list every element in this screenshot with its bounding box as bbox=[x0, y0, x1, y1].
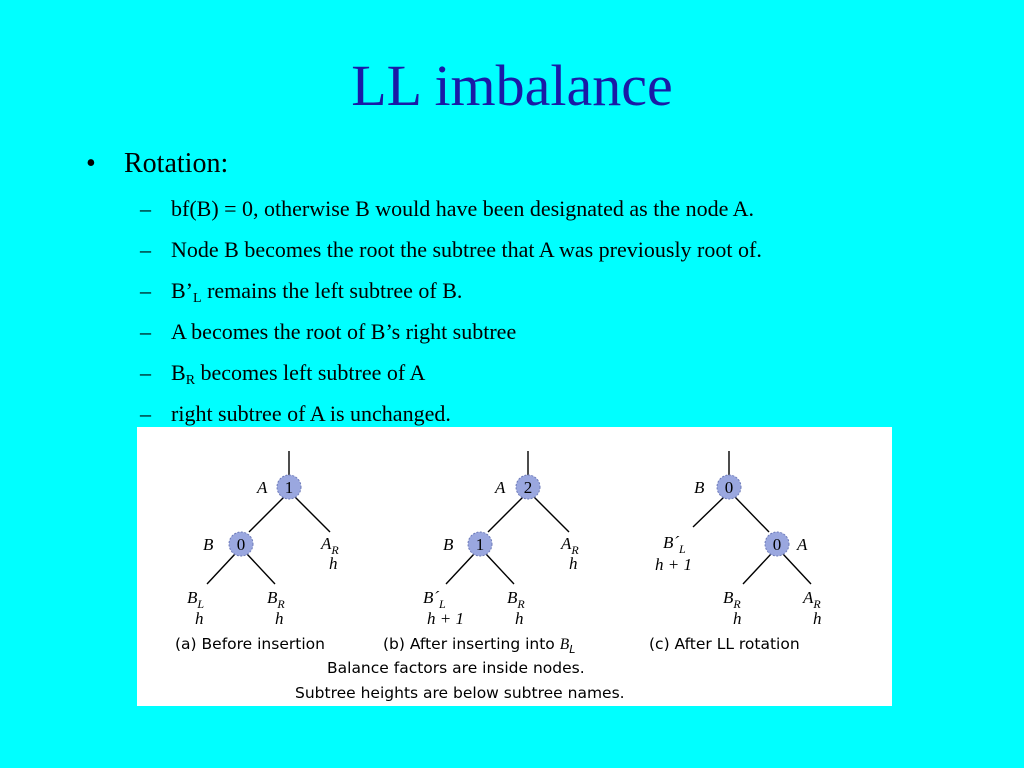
subtree-height: h bbox=[569, 554, 578, 573]
node-label: A bbox=[256, 478, 268, 497]
dash: – bbox=[140, 319, 151, 344]
subtree-ar: AR bbox=[802, 588, 821, 611]
balance-factor: 0 bbox=[237, 535, 246, 554]
sub-item-text: remains the left subtree of B. bbox=[201, 278, 463, 303]
ll-rotation-figure: 1 A 0 B AR h BL h BR h (a) Before insert… bbox=[137, 427, 892, 706]
figure-note-heights: Subtree heights are below subtree names. bbox=[295, 684, 625, 702]
tree-after-insertion: 2 A 1 B AR h B´L h + 1 BR h (b) After in… bbox=[383, 451, 579, 656]
subtree-bl: BL bbox=[187, 588, 204, 611]
bullet-dot: • bbox=[86, 148, 96, 179]
sub-item-text: Node B becomes the root the subtree that… bbox=[171, 237, 762, 262]
dash: – bbox=[140, 196, 151, 221]
caption-c: (c) After LL rotation bbox=[649, 635, 800, 653]
node-label: A bbox=[494, 478, 506, 497]
caption-a: (a) Before insertion bbox=[175, 635, 325, 653]
node-label: B bbox=[694, 478, 705, 497]
sub-item-2: –Node B becomes the root the subtree tha… bbox=[140, 237, 762, 263]
subtree-br: BR bbox=[267, 588, 285, 611]
dash: – bbox=[140, 401, 151, 426]
bullet-label: Rotation: bbox=[124, 148, 229, 179]
sub-item-3: –B’L remains the left subtree of B. bbox=[140, 278, 463, 306]
sub-item-text: becomes left subtree of A bbox=[195, 360, 426, 385]
dash: – bbox=[140, 278, 151, 303]
tree-diagram: 1 A 0 B AR h BL h BR h (a) Before insert… bbox=[175, 451, 822, 702]
subtree-br: BR bbox=[507, 588, 525, 611]
slide-title: LL imbalance bbox=[351, 53, 673, 118]
balance-factor: 1 bbox=[476, 535, 485, 554]
node-label: A bbox=[796, 535, 808, 554]
tree-after-ll-rotation: 0 B B´L h + 1 0 A BR h AR h (c) After LL… bbox=[649, 451, 822, 653]
sub-item-text: bf(B) = 0, otherwise B would have been d… bbox=[171, 196, 755, 221]
sub-item-text: B bbox=[171, 360, 186, 385]
node-a bbox=[515, 474, 541, 500]
balance-factor: 2 bbox=[524, 478, 533, 497]
sub-item-text: right subtree of A is unchanged. bbox=[171, 401, 451, 426]
node-a bbox=[764, 531, 790, 557]
subtree-height: h bbox=[733, 609, 742, 628]
subtree-height: h bbox=[195, 609, 204, 628]
subtree-height: h + 1 bbox=[427, 609, 464, 628]
balance-factor: 0 bbox=[773, 535, 782, 554]
subtree-height: h bbox=[275, 609, 284, 628]
subtree-ar: AR bbox=[560, 534, 579, 557]
node-label: B bbox=[443, 535, 454, 554]
node-b bbox=[467, 531, 493, 557]
sub-item-5: –BR becomes left subtree of A bbox=[140, 360, 426, 388]
node-b bbox=[716, 474, 742, 500]
balance-factor: 0 bbox=[725, 478, 734, 497]
tree-before-insertion: 1 A 0 B AR h BL h BR h (a) Before insert… bbox=[175, 451, 339, 653]
subtree-height: h bbox=[515, 609, 524, 628]
balance-factor: 1 bbox=[285, 478, 294, 497]
dash: – bbox=[140, 360, 151, 385]
sub-item-1: –bf(B) = 0, otherwise B would have been … bbox=[140, 196, 754, 222]
figure-note-balance: Balance factors are inside nodes. bbox=[327, 659, 585, 677]
sub-item-4: –A becomes the root of B’s right subtree bbox=[140, 319, 516, 345]
caption-b: (b) After inserting into BL bbox=[383, 635, 575, 656]
subtree-bl: B´L bbox=[663, 533, 686, 556]
subtree-ar: AR bbox=[320, 534, 339, 557]
subscript: R bbox=[185, 373, 196, 388]
subtree-height: h + 1 bbox=[655, 555, 692, 574]
subtree-height: h bbox=[329, 554, 338, 573]
sub-item-text: B’ bbox=[171, 278, 193, 303]
sub-item-6: –right subtree of A is unchanged. bbox=[140, 401, 451, 427]
sub-item-text: A becomes the root of B’s right subtree bbox=[171, 319, 517, 344]
node-label: B bbox=[203, 535, 214, 554]
subtree-height: h bbox=[813, 609, 822, 628]
subtree-bl: B´L bbox=[423, 588, 446, 611]
subtree-br: BR bbox=[723, 588, 741, 611]
dash: – bbox=[140, 237, 151, 262]
subscript: L bbox=[193, 291, 202, 306]
bullet-rotation: • Rotation: bbox=[86, 146, 228, 182]
node-a bbox=[276, 474, 302, 500]
node-b bbox=[228, 531, 254, 557]
